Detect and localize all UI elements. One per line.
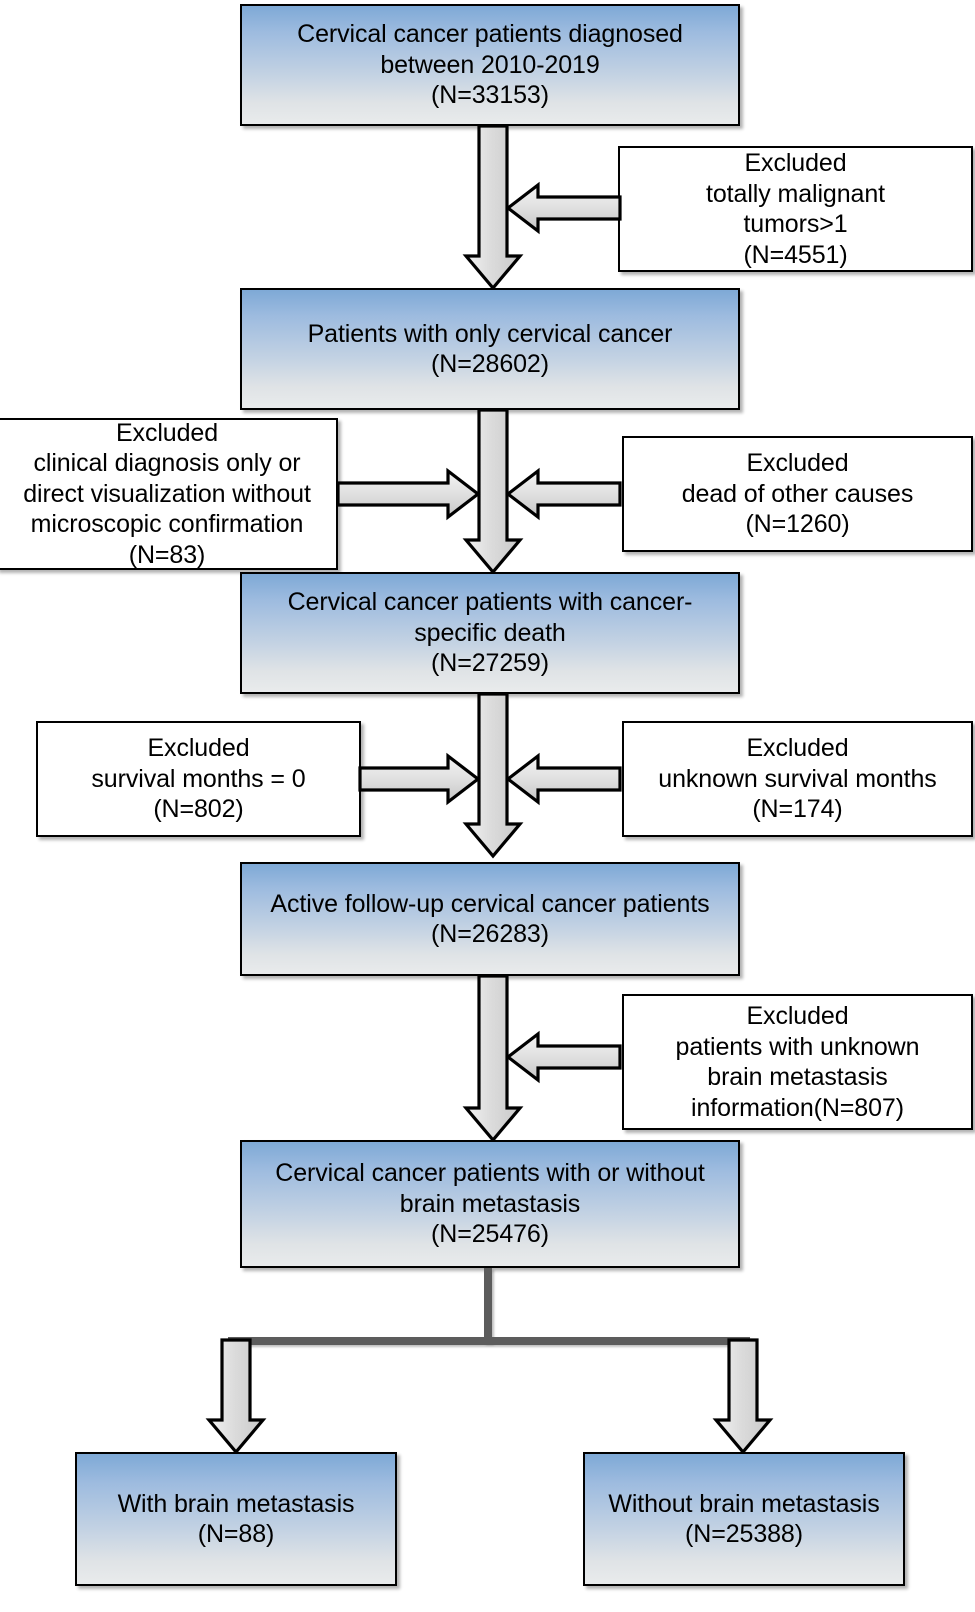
node-with-or-without-brain-metastasis-text: Cervical cancer patients with or without… — [275, 1159, 705, 1249]
exclusion-malignant-tumors: Excluded totally malignant tumors>1 (N=4… — [618, 146, 973, 272]
exclusion-dead-other-causes: Excluded dead of other causes (N=1260) — [622, 436, 973, 552]
arrow-exclusion-malignant-tumors — [505, 181, 622, 235]
exclusion-malignant-tumors-text: Excluded totally malignant tumors>1 (N=4… — [706, 149, 885, 269]
node-only-cervical-cancer: Patients with only cervical cancer (N=28… — [240, 288, 740, 410]
exclusion-survival-months-zero-text: Excluded survival months = 0 (N=802) — [91, 734, 306, 824]
arrow-diagnosed-to-only-cervical — [462, 124, 524, 291]
exclusion-clinical-diagnosis-only: Excluded clinical diagnosis only or dire… — [0, 418, 338, 570]
arrow-exclusion-unknown-brain-metastasis — [505, 1030, 622, 1084]
exclusion-survival-months-zero: Excluded survival months = 0 (N=802) — [36, 721, 361, 837]
node-only-cervical-cancer-text: Patients with only cervical cancer (N=28… — [307, 319, 673, 379]
arrow-only-cervical-to-cancer-death — [462, 408, 524, 575]
node-without-brain-metastasis: Without brain metastasis (N=25388) — [583, 1452, 905, 1586]
node-with-or-without-brain-metastasis: Cervical cancer patients with or without… — [240, 1140, 740, 1268]
node-cancer-specific-death-text: Cervical cancer patients with cancer- sp… — [287, 588, 693, 678]
exclusion-unknown-brain-metastasis: Excluded patients with unknown brain met… — [622, 994, 973, 1130]
split-connector-stem — [484, 1268, 492, 1343]
exclusion-dead-other-causes-text: Excluded dead of other causes (N=1260) — [681, 449, 914, 539]
arrow-exclusion-unknown-survival-months — [505, 752, 622, 806]
arrow-branch-without-brain-metastasis — [712, 1338, 774, 1455]
node-with-brain-metastasis-text: With brain metastasis (N=88) — [117, 1489, 355, 1549]
arrow-active-followup-to-brain-metastasis — [462, 974, 524, 1143]
node-diagnosed-text: Cervical cancer patients diagnosed betwe… — [297, 20, 683, 110]
node-active-followup-text: Active follow-up cervical cancer patient… — [270, 889, 710, 949]
arrow-exclusion-survival-months-zero — [358, 752, 481, 806]
exclusion-unknown-survival-months-text: Excluded unknown survival months (N=174) — [658, 734, 937, 824]
arrow-exclusion-dead-other-causes — [505, 467, 622, 521]
arrow-exclusion-clinical-diagnosis-only — [336, 467, 481, 521]
arrow-branch-with-brain-metastasis — [205, 1338, 267, 1455]
node-diagnosed: Cervical cancer patients diagnosed betwe… — [240, 4, 740, 126]
node-without-brain-metastasis-text: Without brain metastasis (N=25388) — [608, 1489, 880, 1549]
exclusion-unknown-survival-months: Excluded unknown survival months (N=174) — [622, 721, 973, 837]
arrow-cancer-death-to-active-followup — [462, 692, 524, 859]
exclusion-clinical-diagnosis-only-text: Excluded clinical diagnosis only or dire… — [23, 418, 311, 569]
node-active-followup: Active follow-up cervical cancer patient… — [240, 862, 740, 976]
node-cancer-specific-death: Cervical cancer patients with cancer- sp… — [240, 572, 740, 694]
split-connector-bar — [228, 1337, 750, 1345]
exclusion-unknown-brain-metastasis-text: Excluded patients with unknown brain met… — [675, 1002, 920, 1122]
node-with-brain-metastasis: With brain metastasis (N=88) — [75, 1452, 397, 1586]
